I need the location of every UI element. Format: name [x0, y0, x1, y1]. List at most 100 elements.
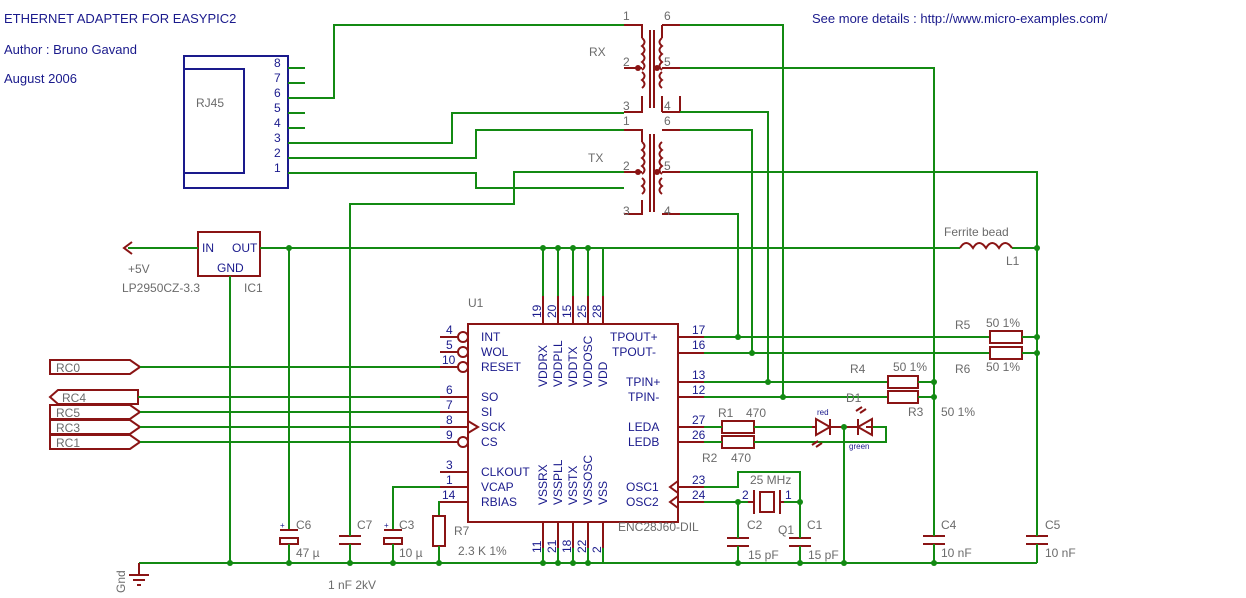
rx-pin: 4	[664, 99, 671, 113]
signal-rc0-label: RC0	[56, 361, 80, 375]
capacitor-c1	[789, 537, 811, 547]
right-pin-name: TPIN-	[628, 390, 659, 404]
left-pin-name: CS	[481, 435, 498, 449]
bottom-pin-name: VSSRX	[536, 464, 550, 505]
top-pin-name: VDDOSC	[581, 335, 595, 387]
left-pin-number: 9	[446, 428, 453, 442]
supply-label: +5V	[128, 262, 150, 276]
rx-pin: 1	[623, 9, 630, 23]
rx-label: RX	[589, 45, 606, 59]
capacitor-c3	[383, 529, 403, 545]
c1-ref: C1	[807, 518, 823, 532]
right-pin-name: LEDB	[628, 435, 659, 449]
r4-value: 50 1%	[893, 360, 927, 374]
crystal-pin: 2	[742, 488, 749, 502]
signal-rc5-label: RC5	[56, 406, 80, 420]
resistor-r3	[887, 390, 919, 404]
rj45-pin-label: 6	[274, 86, 281, 100]
signal-rc3	[49, 419, 142, 435]
right-pin-number: 12	[692, 383, 706, 397]
right-pin-number: 23	[692, 473, 706, 487]
signal-rc3-label: RC3	[56, 421, 80, 435]
left-pin-name: CLKOUT	[481, 465, 530, 479]
tx-transformer: 1 6 2 5 3 4 TX	[588, 114, 680, 218]
crystal-section: 25 MHz 2 1 Q1	[704, 471, 803, 537]
c3-value: 10 µ	[399, 546, 423, 560]
bottom-pin-number: 22	[575, 539, 589, 553]
signal-connectors: RC0 RC4 RC5 RC3 RC1	[48, 359, 440, 450]
r3-ref: R3	[908, 405, 924, 419]
bottom-pin-name: VSS	[596, 481, 610, 505]
tx-pin: 4	[664, 204, 671, 218]
rx-pin: 2	[623, 55, 630, 69]
left-pin-name: VCAP	[481, 480, 514, 494]
tx-pin: 3	[623, 204, 630, 218]
c6-ref: C6	[296, 518, 312, 532]
chip-part-label: ENC28J60-DIL	[618, 520, 699, 534]
capacitor-c2	[727, 537, 749, 547]
left-pin-number: 8	[446, 413, 453, 427]
c1-value: 15 pF	[808, 548, 839, 562]
ferrite-ref-label: L1	[1006, 254, 1020, 268]
signal-rc5	[49, 404, 142, 420]
chip-bottom-pins: 11 21 18 22 2 VSSRX VSSPLL VSSTX VSSOSC …	[530, 455, 610, 563]
c2-ref: C2	[747, 518, 763, 532]
chip-top-pins: 19 20 15 25 28 VDDRX VDDPLL VDDTX VDDOSC…	[530, 296, 610, 387]
resistor-r4	[887, 375, 919, 389]
regulator-out-label: OUT	[232, 241, 258, 255]
signal-rc1-label: RC1	[56, 436, 80, 450]
r4-ref: R4	[850, 362, 866, 376]
regulator-in-label: IN	[202, 241, 214, 255]
right-pin-name: TPIN+	[626, 375, 660, 389]
regulator-ref-label: IC1	[244, 281, 263, 295]
top-pin-number: 28	[590, 304, 604, 318]
rx-pin: 5	[664, 55, 671, 69]
left-pin-number: 1	[446, 473, 453, 487]
more-details-link[interactable]: See more details : http://www.micro-exam…	[812, 11, 1108, 26]
capacitor-c4	[923, 535, 945, 545]
rj45-pin-label: 5	[274, 101, 281, 115]
rx-pin: 3	[623, 99, 630, 113]
r6-value: 50 1%	[986, 360, 1020, 374]
rj45-label: RJ45	[196, 96, 224, 110]
regulator-part-label: LP2950CZ-3.3	[122, 281, 200, 295]
bottom-pin-number: 18	[560, 539, 574, 553]
ground-rail: Gnd	[114, 560, 1037, 593]
ferrite-bead: Ferrite bead L1	[944, 225, 1020, 268]
right-pin-number: 24	[692, 488, 706, 502]
left-pin-name: INT	[481, 330, 501, 344]
tx-pin: 2	[623, 159, 630, 173]
regulator-gnd-label: GND	[217, 261, 244, 275]
transformer-wires	[349, 24, 1038, 530]
c6-value: 47 µ	[296, 546, 320, 560]
voltage-regulator: IN OUT GND LP2950CZ-3.3 IC1 +5V	[122, 231, 263, 295]
capacitors: + C6 47 µ C7 1 nF 2kV + C3 10 µ R7 2.3 K…	[279, 486, 1076, 592]
led-red-icon	[812, 417, 858, 437]
left-pin-name: SI	[481, 405, 492, 419]
rj45-pin-label: 2	[274, 146, 281, 160]
polarity-plus-icon: +	[280, 521, 285, 530]
chip-left-pins: 4 5 10 6 7 8 9 3 1 14 INT WOL RESET SO S…	[440, 323, 530, 509]
r2-ref: R2	[702, 451, 718, 465]
c5-ref: C5	[1045, 518, 1061, 532]
left-pin-number: 14	[442, 488, 456, 502]
tx-pin: 1	[623, 114, 630, 128]
ground-symbol-icon	[129, 563, 149, 586]
left-pin-number: 4	[446, 323, 453, 337]
r7-ref: R7	[454, 524, 470, 538]
right-pin-name: OSC1	[626, 480, 659, 494]
crystal-freq: 25 MHz	[750, 473, 791, 487]
c4-ref: C4	[941, 518, 957, 532]
c5-value: 10 nF	[1045, 546, 1076, 560]
chip-ref-label: U1	[468, 296, 484, 310]
rj45-pin-label: 1	[274, 161, 281, 175]
capacitor-c7	[339, 535, 361, 545]
tx-pin: 5	[664, 159, 671, 173]
c4-value: 10 nF	[941, 546, 972, 560]
tx-label: TX	[588, 151, 603, 165]
left-pin-name: WOL	[481, 345, 509, 359]
right-pin-name: TPOUT+	[610, 330, 658, 344]
r5-value: 50 1%	[986, 316, 1020, 330]
bottom-pin-name: VSSOSC	[581, 455, 595, 505]
